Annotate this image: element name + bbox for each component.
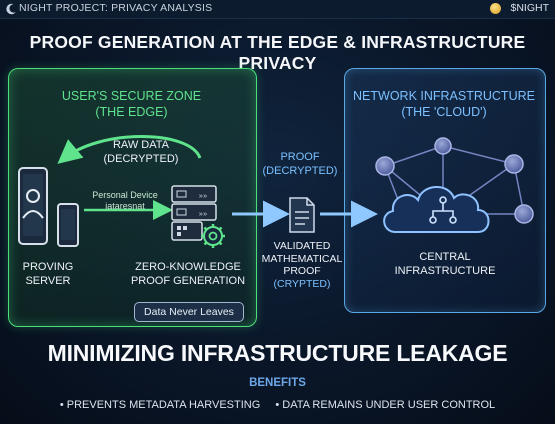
cloud-network-icon [375, 137, 534, 233]
proving-server-label: PROVING SERVER [22, 261, 74, 287]
tablet-user-icon [18, 167, 48, 245]
cloud-zone-title: NETWORK INFRASTRUCTURE (THE 'CLOUD') [353, 89, 535, 119]
token-label: $NIGHT [510, 2, 549, 14]
coin-icon [490, 3, 501, 14]
personal-device-label: Personal Device iataresnat [92, 190, 158, 211]
benefits-list: • PREVENTS METADATA HARVESTING • DATA RE… [0, 399, 555, 411]
benefits-heading: BENEFITS [249, 377, 306, 389]
proof-decrypted-label: PROOF (DECRYPTED) [262, 151, 338, 177]
validated-proof-label: VALIDATED MATHEMATICAL PROOF (CRYPTED) [261, 240, 343, 290]
benefit-item: • DATA REMAINS UNDER USER CONTROL [275, 399, 496, 411]
benefit-item: • PREVENTS METADATA HARVESTING [59, 399, 261, 411]
headline: MINIMIZING INFRASTRUCTURE LEAKAGE [47, 340, 508, 366]
document-icon [289, 197, 315, 233]
data-never-leaves-badge: Data Never Leaves [134, 302, 244, 322]
server-icon: »» »» [171, 185, 217, 241]
phone-icon [57, 203, 79, 247]
secure-zone-title: USER'S SECURE ZONE (THE EDGE) [61, 89, 202, 119]
page-title: PROOF GENERATION AT THE EDGE & INFRASTRU… [29, 32, 526, 73]
zkp-generation-label: ZERO-KNOWLEDGE PROOF GENERATION [130, 261, 246, 287]
svg-text:»»: »» [199, 193, 207, 201]
top-bar: NIGHT PROJECT: PRIVACY ANALYSIS $NIGHT [0, 0, 555, 19]
raw-data-label: RAW DATA (DECRYPTED) [103, 139, 179, 165]
central-infrastructure-label: CENTRAL INFRASTRUCTURE [394, 251, 496, 277]
project-label: NIGHT PROJECT: PRIVACY ANALYSIS [19, 2, 213, 14]
gear-icon [201, 224, 225, 248]
moon-icon [6, 3, 16, 15]
svg-text:»»: »» [199, 211, 207, 219]
